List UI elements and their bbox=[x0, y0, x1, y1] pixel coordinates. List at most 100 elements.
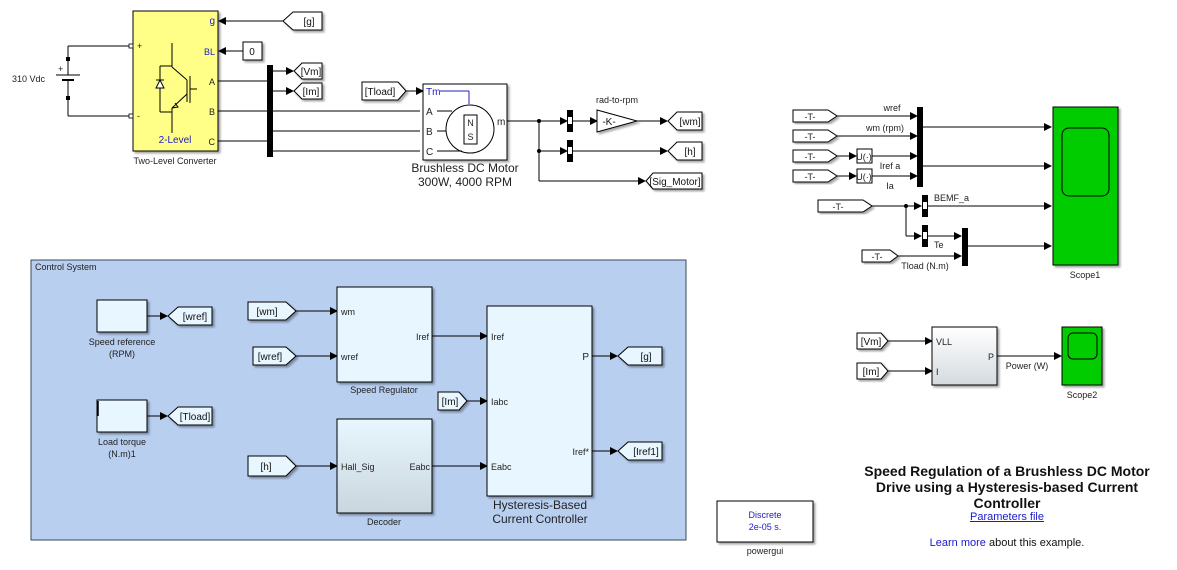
power-port-i: I bbox=[936, 367, 939, 377]
goto-h-label: [h] bbox=[684, 147, 695, 158]
goto-im[interactable]: [Im] bbox=[293, 82, 323, 100]
selector-ia[interactable]: U(·) bbox=[856, 168, 873, 184]
goto-g-control-label: [g] bbox=[640, 352, 651, 363]
speed-regulator-port-wm: wm bbox=[340, 307, 355, 317]
from-tag-label: -T- bbox=[833, 202, 844, 212]
goto-iref1-label: [Iref1] bbox=[633, 447, 659, 458]
from-tag-label: -T- bbox=[805, 132, 816, 142]
from-g[interactable]: [g] bbox=[282, 11, 323, 31]
dc-voltage-source[interactable]: + bbox=[56, 45, 130, 117]
speed-regulator-block[interactable]: wm wref Iref bbox=[336, 286, 433, 383]
goto-sig-motor-label: [Sig_Motor] bbox=[649, 177, 700, 188]
scope1-block[interactable] bbox=[1052, 106, 1119, 266]
converter-inner-label: 2-Level bbox=[159, 135, 192, 146]
goto-vm[interactable]: [Vm] bbox=[293, 62, 323, 80]
bus-selector-wm[interactable] bbox=[567, 110, 573, 132]
motor-pole-n: N bbox=[467, 118, 474, 128]
converter-port-minus: - bbox=[137, 111, 140, 121]
power-port-p: P bbox=[988, 352, 994, 362]
learn-more-rest: about this example. bbox=[985, 537, 1085, 549]
goto-wm-label: [wm] bbox=[679, 117, 700, 128]
mux-current[interactable] bbox=[917, 147, 923, 187]
from-tag-sig-motor[interactable]: -T- bbox=[817, 199, 873, 213]
goto-sig-motor[interactable]: [Sig_Motor] bbox=[645, 172, 703, 190]
converter-port-bl: BL bbox=[204, 47, 215, 57]
speed-regulator-label: Speed Regulator bbox=[350, 385, 418, 395]
scope1-label: Scope1 bbox=[1070, 270, 1101, 280]
bldc-motor-block[interactable]: Tm A B C m N S bbox=[422, 83, 508, 161]
mux-speed[interactable] bbox=[917, 107, 923, 147]
scope2-block[interactable] bbox=[1061, 326, 1103, 386]
mux-torque[interactable] bbox=[962, 228, 968, 266]
bus-selector-bemf[interactable] bbox=[922, 195, 928, 217]
from-im[interactable]: [Im] bbox=[856, 362, 889, 380]
gain-rad-to-rpm[interactable]: -K- bbox=[596, 109, 639, 133]
hysteresis-port-iabc: Iabc bbox=[491, 397, 509, 407]
converter-port-c: C bbox=[209, 137, 216, 147]
selector-iref-a[interactable]: U(·) bbox=[856, 148, 873, 164]
motor-port-m: m bbox=[497, 117, 505, 128]
from-tag-ia[interactable]: -T- bbox=[792, 169, 838, 183]
voltage-current-measurement[interactable] bbox=[267, 65, 273, 157]
motor-port-b: B bbox=[426, 127, 433, 138]
bus-selector-te[interactable] bbox=[922, 225, 928, 247]
motor-label-2: 300W, 4000 RPM bbox=[418, 175, 512, 189]
decoder-port-hall-sig: Hall_Sig bbox=[341, 462, 375, 472]
two-level-converter-block[interactable]: + - g BL A B C 2-Level bbox=[128, 10, 219, 152]
goto-iref1[interactable]: [Iref1] bbox=[617, 441, 663, 461]
goto-wref[interactable]: [wref] bbox=[167, 306, 213, 326]
constant-bl[interactable]: 0 bbox=[242, 41, 263, 61]
from-tag-iref-a[interactable]: -T- bbox=[792, 149, 838, 163]
scope2-label: Scope2 bbox=[1067, 390, 1098, 400]
converter-port-a: A bbox=[209, 77, 215, 87]
from-wm-label: [wm] bbox=[256, 307, 277, 318]
goto-tload[interactable]: [Tload] bbox=[167, 406, 213, 426]
dc-plus-sign: + bbox=[58, 64, 63, 74]
from-tag-wm[interactable]: -T- bbox=[792, 129, 838, 143]
decoder-port-eabc: Eabc bbox=[409, 462, 430, 472]
powergui-mode: Discrete bbox=[748, 510, 781, 520]
signal-label-ia: Ia bbox=[886, 181, 894, 191]
goto-im-label: [Im] bbox=[303, 87, 320, 98]
gain-label: rad-to-rpm bbox=[596, 95, 638, 105]
converter-port-plus: + bbox=[137, 41, 142, 51]
learn-more-link[interactable]: Learn more bbox=[929, 537, 986, 549]
dc-source-label: 310 Vdc bbox=[12, 74, 46, 84]
powergui-block[interactable]: Discrete 2e-05 s. bbox=[716, 500, 814, 543]
signal-label-wref: wref bbox=[882, 103, 901, 113]
from-vm-label: [Vm] bbox=[861, 337, 882, 348]
from-wref-label: [wref] bbox=[258, 352, 283, 363]
load-torque-block[interactable] bbox=[96, 399, 148, 433]
from-tload[interactable]: [Tload] bbox=[361, 81, 407, 101]
parameters-file-link[interactable]: Parameters file bbox=[970, 511, 1044, 523]
signal-label-iref-a: Iref a bbox=[880, 161, 901, 171]
bus-selector-h[interactable] bbox=[567, 140, 573, 162]
motor-port-c: C bbox=[426, 147, 433, 158]
goto-g-control[interactable]: [g] bbox=[617, 346, 663, 366]
from-wm[interactable]: [wm] bbox=[247, 301, 297, 321]
power-measurement-block[interactable]: VLL I P bbox=[931, 326, 998, 386]
power-port-vll: VLL bbox=[936, 337, 952, 347]
hysteresis-port-iref-star: Iref* bbox=[572, 447, 589, 457]
signal-label-te: Te bbox=[934, 240, 944, 250]
converter-label: Two-Level Converter bbox=[133, 156, 216, 166]
selector-label: U(·) bbox=[856, 152, 872, 162]
speed-reference-block[interactable] bbox=[96, 299, 148, 333]
hysteresis-port-iref: Iref bbox=[491, 332, 505, 342]
load-torque-label-2: (N.m)1 bbox=[108, 449, 136, 459]
learn-more-text: Learn more about this example. bbox=[852, 537, 1162, 549]
goto-h[interactable]: [h] bbox=[667, 141, 703, 161]
from-h[interactable]: [h] bbox=[247, 455, 297, 477]
decoder-label: Decoder bbox=[367, 517, 401, 527]
goto-wm[interactable]: [wm] bbox=[667, 111, 703, 131]
from-wref[interactable]: [wref] bbox=[252, 346, 297, 366]
from-im-control[interactable]: [Im] bbox=[437, 391, 468, 411]
decoder-block[interactable]: Hall_Sig Eabc bbox=[336, 418, 433, 514]
from-tag-tload[interactable]: -T- bbox=[861, 249, 899, 263]
from-tag-label: -T- bbox=[872, 252, 883, 262]
from-vm[interactable]: [Vm] bbox=[856, 332, 889, 350]
motor-port-a: A bbox=[426, 107, 433, 118]
from-tag-wref[interactable]: -T- bbox=[792, 109, 838, 123]
hysteresis-controller-block[interactable]: Iref Iabc Eabc P Iref* bbox=[486, 305, 593, 497]
speed-reference-label-1: Speed reference bbox=[89, 337, 156, 347]
